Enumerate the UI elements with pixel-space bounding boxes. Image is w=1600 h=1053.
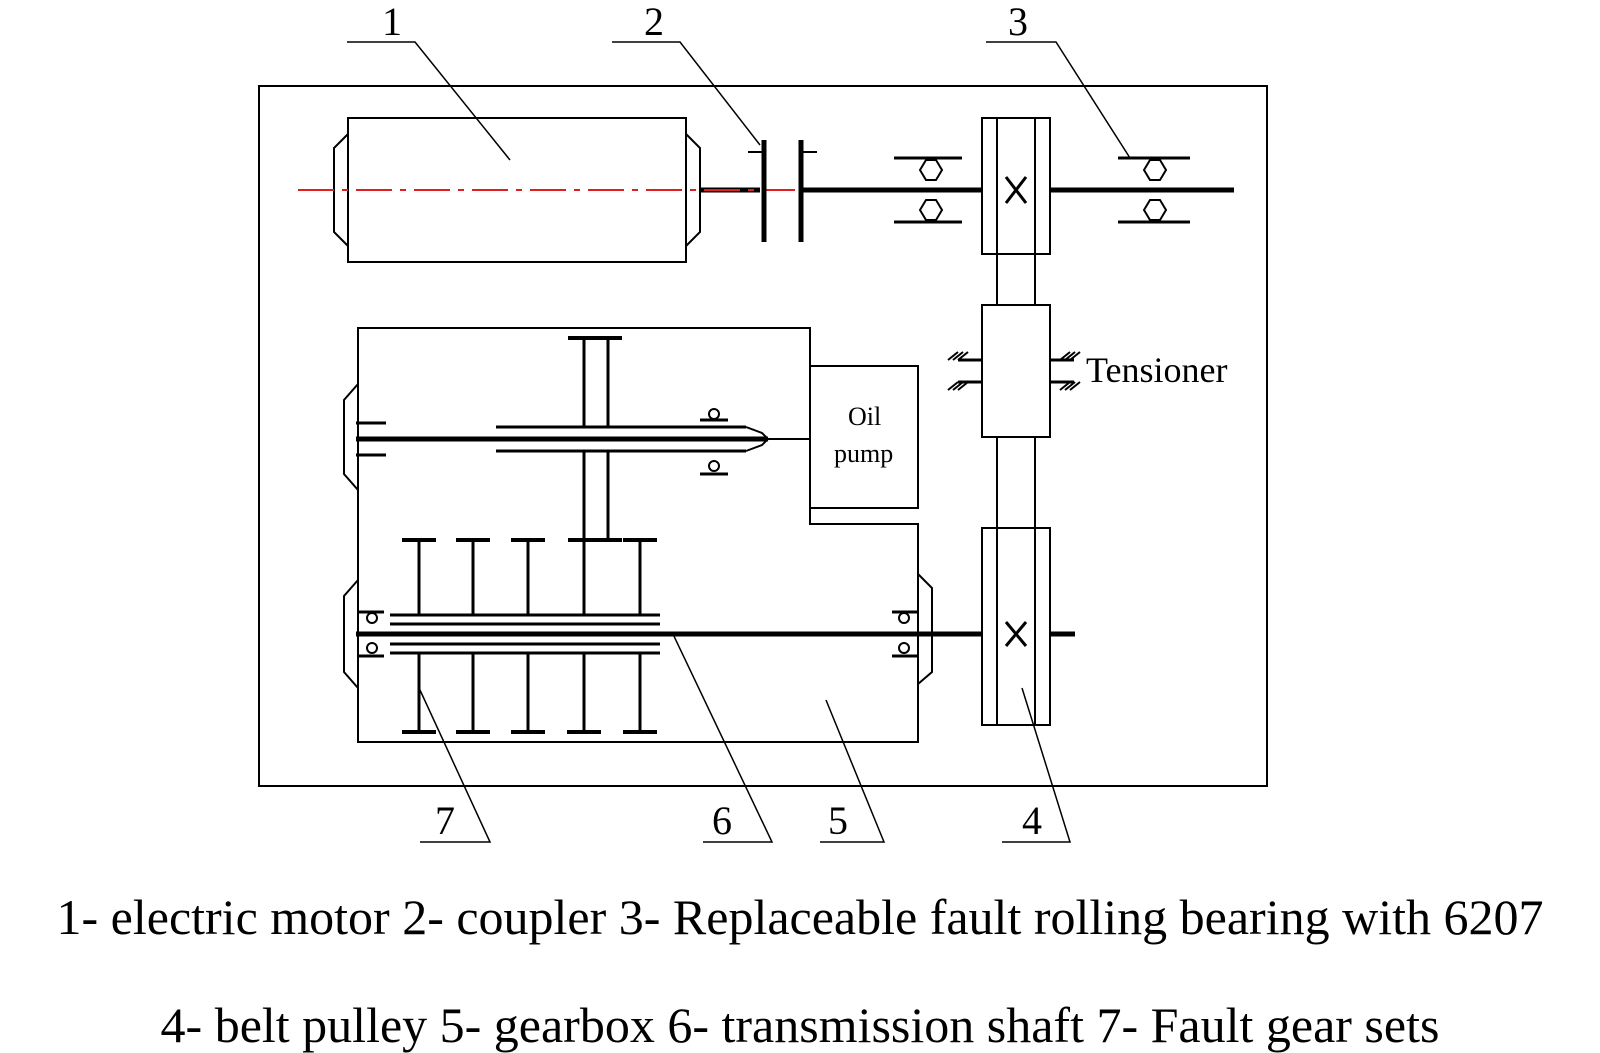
base-frame bbox=[258, 85, 1268, 787]
callout-leaders bbox=[347, 41, 1131, 843]
oil-pump-label-line2: pump bbox=[834, 439, 893, 468]
upper-gear-shaft bbox=[356, 336, 810, 542]
callout-5: 5 bbox=[828, 798, 848, 843]
tensioner-label: Tensioner bbox=[1086, 350, 1227, 390]
lower-belt-pulley bbox=[981, 527, 1075, 726]
tensioner bbox=[947, 304, 1081, 438]
transmission-shaft bbox=[356, 610, 982, 658]
caption-line-1: 1- electric motor 2- coupler 3- Replacea… bbox=[56, 889, 1544, 945]
input-bearing bbox=[894, 156, 962, 224]
callout-1: 1 bbox=[382, 0, 402, 44]
fault-gear-sets bbox=[402, 538, 657, 734]
callout-4: 4 bbox=[1022, 798, 1042, 843]
caption-line-2: 4- belt pulley 5- gearbox 6- transmissio… bbox=[160, 997, 1440, 1053]
callout-3: 3 bbox=[1008, 0, 1028, 44]
oil-pump bbox=[809, 365, 919, 509]
callout-2: 2 bbox=[644, 0, 664, 44]
upper-belt-pulley bbox=[981, 117, 1051, 255]
replaceable-fault-bearing bbox=[1118, 156, 1190, 224]
oil-pump-label-line1: Oil bbox=[848, 402, 881, 431]
electric-motor bbox=[298, 117, 795, 263]
callout-7: 7 bbox=[435, 798, 455, 843]
callout-6: 6 bbox=[712, 798, 732, 843]
belt bbox=[996, 254, 1036, 528]
gearbox bbox=[343, 327, 933, 743]
